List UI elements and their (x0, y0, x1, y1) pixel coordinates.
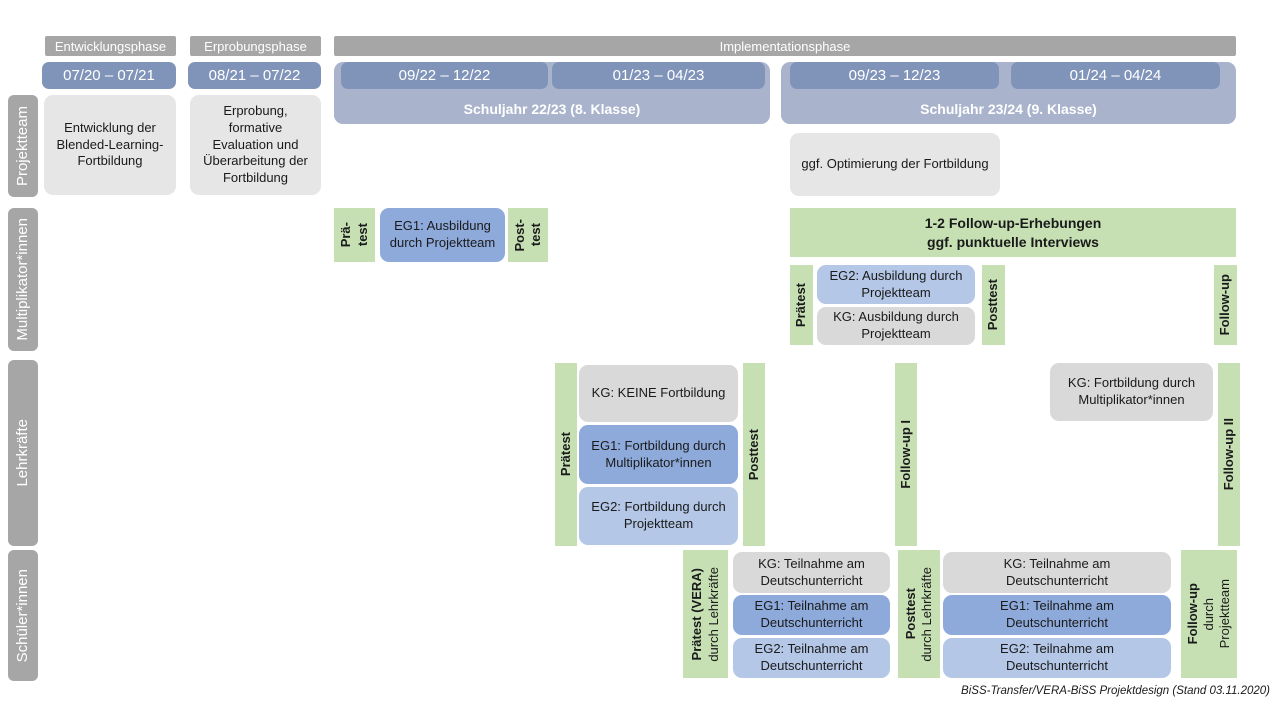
row-label-projektteam-text: Projektteam (13, 105, 31, 187)
schuljahr-23-24-label: Schuljahr 23/24 (9. Klasse) (920, 101, 1097, 117)
row-label-multiplikatoren-text: Multiplikator*innen (13, 218, 31, 341)
praetest-bar-multiplikatoren-1: Prä- test (334, 208, 375, 262)
phase-bar-implementationsphase: Implementationsphase (334, 36, 1236, 56)
followup-bar-schueler: Follow-up durch Projektteam (1181, 550, 1237, 678)
posttest-bar-multiplikatoren-1: Post- test (508, 208, 548, 262)
praetest-line2: test (354, 223, 370, 247)
date-bar-09-23-12-23: 09/23 – 12/23 (790, 62, 999, 89)
followup1-text: Follow-up I (897, 420, 913, 489)
praetest-vera-text: Prätest (VERA) (689, 567, 705, 661)
box-eg2-ausbildung-projektteam: EG2: Ausbildung durch Projektteam (817, 265, 975, 304)
box-entwicklung-blended-learning: Entwicklung der Blended-Learning-Fortbil… (44, 95, 176, 195)
posttest-bar-schueler: Posttest durch Lehrkräfte (898, 550, 940, 678)
posttest-lehrkraefte-text: Posttest (745, 428, 761, 481)
box-eg1-ausbildung-projektteam: EG1: Ausbildung durch Projektteam (380, 208, 505, 262)
row-label-projektteam: Projektteam (8, 95, 38, 197)
box-eg1-fortbildung-multiplikatoren: EG1: Fortbildung durch Multiplikator*inn… (579, 425, 738, 484)
box-eg2-teilnahme-1: EG2: Teilnahme am Deutschunterricht (733, 638, 890, 678)
followup-erhebungen-line2: ggf. punktuelle Interviews (927, 233, 1099, 250)
box-erprobung-evaluation: Erprobung, formative Evaluation und Über… (190, 95, 321, 195)
followup-multiplikatoren-text: Follow-up (1217, 274, 1233, 336)
date-bar-01-24-04-24: 01/24 – 04/24 (1011, 62, 1220, 89)
followup-schueler-durch-text: durch (1200, 597, 1216, 631)
followup1-bar-lehrkraefte: Follow-up I (895, 363, 917, 546)
date-bar-08-21-07-22: 08/21 – 07/22 (188, 62, 321, 89)
box-eg1-teilnahme-2: EG1: Teilnahme am Deutschunterricht (943, 595, 1171, 635)
box-eg1-teilnahme-1: EG1: Teilnahme am Deutschunterricht (733, 595, 890, 635)
phase-bar-entwicklungsphase: Entwicklungsphase (45, 36, 176, 56)
followup2-text: Follow-up II (1220, 418, 1236, 491)
phase-bar-erprobungsphase: Erprobungsphase (190, 36, 321, 56)
date-bar-07-20-07-21: 07/20 – 07/21 (42, 62, 176, 89)
schuljahr-22-23-label: Schuljahr 22/23 (8. Klasse) (463, 101, 641, 117)
date-bar-09-22-12-22: 09/22 – 12/22 (341, 62, 548, 89)
praetest-bar-lehrkraefte: Prätest (555, 363, 577, 546)
followup-schueler-projektteam-text: Projektteam (1217, 579, 1233, 649)
praetest-vera-bar-schueler: Prätest (VERA) durch Lehrkräfte (683, 550, 728, 678)
posttest-bar-lehrkraefte: Posttest (743, 363, 765, 546)
followup2-bar-lehrkraefte: Follow-up II (1218, 363, 1240, 546)
praetest-vera-durch-text: durch Lehrkräfte (705, 566, 721, 662)
followup-bar-multiplikatoren: Follow-up (1214, 265, 1237, 345)
praetest-bar-multiplikatoren-2: Prätest (790, 265, 813, 345)
box-kg-teilnahme-1: KG: Teilnahme am Deutschunterricht (733, 552, 890, 593)
posttest-line2: test (528, 223, 543, 247)
date-bar-01-23-04-23: 01/23 – 04/23 (552, 62, 765, 89)
row-label-schueler-text: Schüler*innen (13, 568, 31, 663)
followup-schueler-text: Follow-up (1184, 583, 1200, 645)
followup-erhebungen-line1: 1-2 Follow-up-Erhebungen (924, 214, 1102, 231)
box-kg-keine-fortbildung: KG: KEINE Fortbildung (579, 365, 738, 422)
row-label-multiplikatoren: Multiplikator*innen (8, 208, 38, 351)
footer-caption: BiSS-Transfer/VERA-BiSS Projektdesign (S… (961, 685, 1270, 697)
posttest-schueler-durch-text: durch Lehrkräfte (919, 566, 934, 662)
box-kg-teilnahme-2: KG: Teilnahme am Deutschunterricht (943, 552, 1171, 593)
row-label-lehrkraefte: Lehrkräfte (8, 360, 38, 546)
posttest-line1: Post- (511, 218, 527, 252)
row-label-schueler: Schüler*innen (8, 550, 38, 681)
posttest-schueler-text: Posttest (902, 588, 918, 640)
posttest2-text: Posttest (985, 279, 1001, 331)
box-kg-ausbildung-projektteam: KG: Ausbildung durch Projektteam (817, 307, 975, 345)
praetest2-text: Prätest (793, 282, 809, 328)
box-followup-erhebungen: 1-2 Follow-up-Erhebungen ggf. punktuelle… (790, 208, 1236, 257)
box-eg2-fortbildung-projektteam: EG2: Fortbildung durch Projektteam (579, 487, 738, 545)
box-eg2-teilnahme-2: EG2: Teilnahme am Deutschunterricht (943, 638, 1171, 678)
posttest-bar-multiplikatoren-2: Posttest (982, 265, 1005, 345)
box-optimierung-fortbildung: ggf. Optimierung der Fortbildung (790, 133, 1000, 196)
praetest-line1: Prä- (338, 222, 354, 248)
box-kg-fortbildung-multiplikatoren: KG: Fortbildung durch Multiplikator*inne… (1050, 363, 1213, 421)
praetest-lehrkraefte-text: Prätest (557, 432, 573, 477)
row-label-lehrkraefte-text: Lehrkräfte (13, 419, 31, 487)
